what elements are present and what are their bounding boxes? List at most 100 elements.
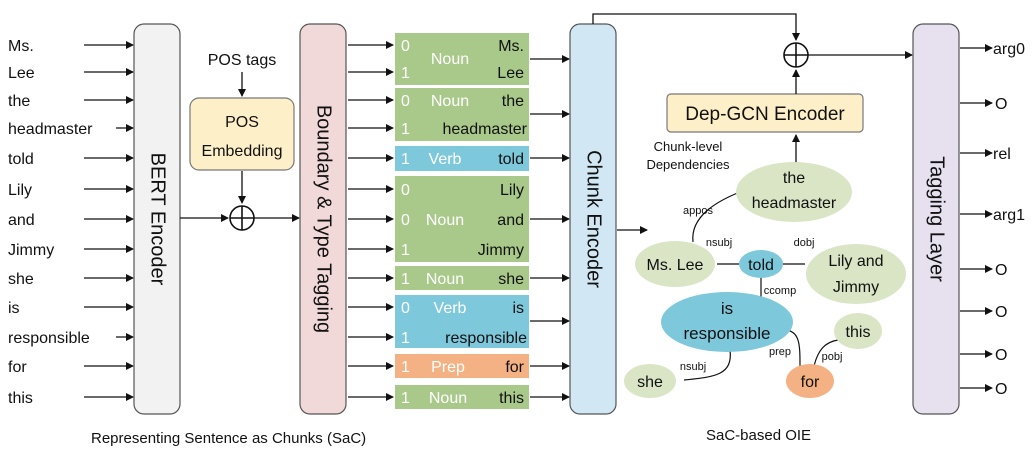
chunk-boundary-tag: 0 — [401, 38, 410, 55]
chunk-boundary-tag: 1 — [401, 330, 410, 347]
chunk-boundary-tag: 0 — [401, 300, 410, 317]
input-word: this — [8, 390, 33, 407]
chunk-box — [395, 33, 529, 85]
pos-tags-label: POS tags — [208, 52, 276, 69]
chunk-boundary-tag: 1 — [401, 121, 410, 138]
chunk-type-label: Noun — [429, 390, 467, 407]
chunk-word: this — [499, 390, 524, 407]
node-is-responsible: is responsible — [661, 292, 793, 352]
boundary-type-tagging-block — [299, 23, 347, 415]
chunk-word: Lily — [500, 182, 524, 199]
edge-label-nsubj: nsubj — [706, 237, 732, 249]
node-for-label: for — [801, 374, 820, 391]
chunk-word: the — [502, 93, 524, 110]
chunk-boundary-tag: 1 — [401, 390, 410, 407]
chunk-word: is — [512, 300, 524, 317]
chunk-type-label: Verb — [429, 151, 462, 168]
pos-embedding-label-2: Embedding — [202, 143, 283, 160]
dep-gcn-encoder-label: Dep-GCN Encoder — [685, 104, 845, 125]
dependencies-title-2: Dependencies — [646, 157, 730, 172]
chunk: 0 1 Verb is responsible — [395, 295, 529, 348]
chunk-arrows — [530, 55, 570, 401]
pos-embedding-label-1: POS — [225, 114, 259, 131]
node-lily-jimmy-line-1: Lily and — [828, 253, 883, 270]
tagging-layer-label: Tagging Layer — [926, 156, 948, 282]
chunk-boundary-tag: 0 — [401, 182, 410, 199]
node-told-label: told — [748, 257, 774, 274]
caption-right: SaC-based OIE — [706, 427, 811, 444]
chunk-boundary-tag: 1 — [401, 151, 410, 168]
chunk-box — [395, 385, 529, 409]
chunk-boundary-tag: 0 — [401, 93, 410, 110]
output-label: O — [995, 262, 1007, 279]
node-is-responsible-line-2: responsible — [684, 324, 771, 343]
caption-left: Representing Sentence as Chunks (SaC) — [91, 430, 366, 447]
chunk: 0 1 Noun Ms. Lee — [395, 33, 529, 85]
chunk-word: told — [498, 151, 524, 168]
node-headmaster-line-1: the — [783, 170, 805, 187]
chunk: 1 Noun this — [395, 385, 529, 409]
chunk: 1 Verb told — [395, 146, 529, 171]
bert-encoder-block — [133, 23, 181, 415]
output-label: O — [995, 96, 1007, 113]
edge-label-nsubj-she: nsubj — [680, 361, 706, 373]
dependencies-title-1: Chunk-level — [654, 139, 723, 154]
chunk-word: headmaster — [443, 121, 528, 138]
chunk-word: and — [497, 212, 524, 229]
chunk-encoder-label: Chunk Encoder — [583, 150, 605, 288]
pos-embedding-box — [189, 97, 295, 171]
node-lily-jimmy: Lily and Jimmy — [806, 244, 906, 304]
input-word: the — [8, 93, 30, 110]
input-word: is — [8, 300, 20, 317]
edge-label-pobj: pobj — [822, 351, 843, 363]
node-for: for — [786, 364, 834, 398]
input-word: headmaster — [8, 121, 93, 138]
input-word: she — [8, 271, 34, 288]
output-arrows — [960, 44, 993, 392]
chunk-word: Jimmy — [478, 242, 524, 259]
chunk-boundary-tag: 1 — [401, 271, 410, 288]
chunk-box — [395, 176, 529, 262]
chunk-type-label: Noun — [431, 51, 469, 68]
chunk-type-label: Noun — [426, 271, 464, 288]
chunk-type-label: Noun — [426, 212, 464, 229]
chunk-type-label: Prep — [431, 359, 465, 376]
node-this: this — [834, 313, 882, 349]
output-label: rel — [993, 146, 1011, 163]
node-she-label: she — [637, 374, 663, 391]
input-word: told — [8, 151, 34, 168]
chunk-boundary-tag: 0 — [401, 212, 410, 229]
edge-label-prep: prep — [769, 346, 791, 358]
output-label: O — [995, 304, 1007, 321]
node-headmaster: the headmaster — [736, 162, 852, 222]
chunk-box — [395, 266, 529, 290]
chunk: 1 Prep for — [395, 354, 529, 378]
output-label: arg0 — [993, 41, 1025, 58]
skip-connection-arrow — [592, 13, 800, 41]
edge-pobj — [813, 339, 839, 367]
edge-label-dobj: dobj — [794, 237, 815, 249]
node-lily-jimmy-line-2: Jimmy — [833, 279, 879, 296]
chunk-box — [395, 88, 529, 141]
edge-label-ccomp: ccomp — [764, 285, 796, 297]
tagging-layer-block — [912, 23, 960, 415]
chunk-box — [395, 146, 529, 171]
output-label: O — [995, 347, 1007, 364]
chunk-word: Lee — [497, 65, 524, 82]
node-told: told — [739, 250, 783, 278]
chunk-word: she — [498, 271, 524, 288]
chunk: 1 Noun she — [395, 266, 529, 290]
dep-gcn-encoder-box — [666, 93, 864, 133]
chunk-boundary-tag: 1 — [401, 359, 410, 376]
input-word: Ms. — [8, 38, 34, 55]
chunk-word: Ms. — [498, 38, 524, 55]
boundary-type-tagging-label: Boundary & Type Tagging — [313, 105, 335, 333]
chunk: 0 1 Noun the headmaster — [395, 88, 529, 141]
input-arrows — [84, 41, 134, 401]
edge-label-appos: appos — [683, 205, 713, 217]
node-headmaster-line-2: headmaster — [752, 195, 837, 212]
chunk-word: responsible — [445, 330, 527, 347]
edge-appos — [692, 191, 741, 243]
chunk-box — [395, 295, 529, 348]
